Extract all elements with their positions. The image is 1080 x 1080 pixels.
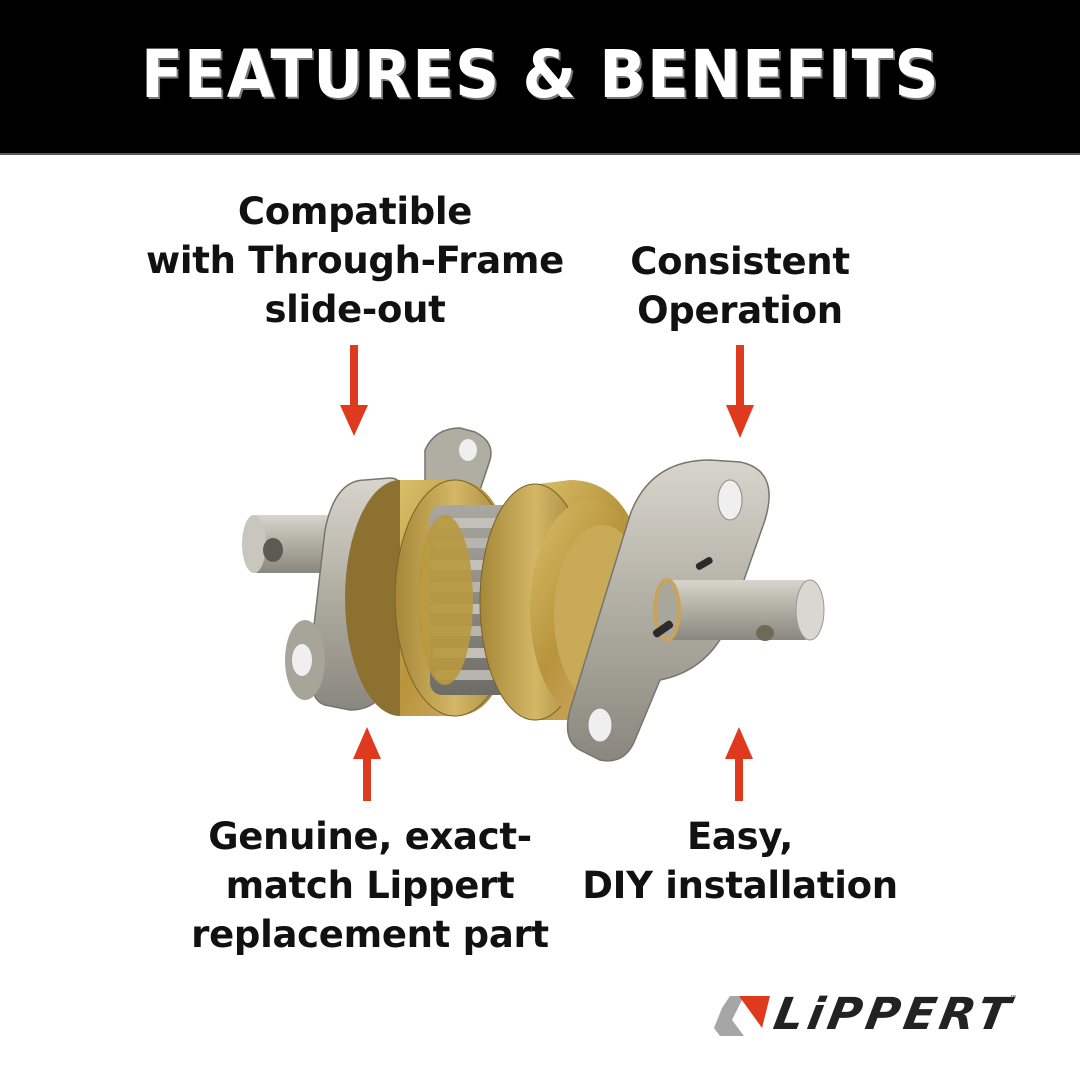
callout-line: Operation — [637, 289, 843, 332]
callout-line: Genuine, exact- — [208, 815, 532, 858]
slide-out-gear-assembly-icon — [240, 420, 840, 780]
callout-line: Compatible — [237, 190, 473, 233]
callout-line: Easy, — [686, 815, 794, 858]
callout-consistent-operation: Consistent Operation — [595, 237, 885, 335]
callout-line: DIY installation — [582, 864, 898, 907]
callout-line: slide-out — [264, 288, 446, 331]
arrow-up-icon — [352, 727, 382, 801]
callout-line: match Lippert — [225, 864, 515, 907]
lippert-logo-mark-icon — [714, 996, 770, 1036]
header-banner: FEATURES & BENEFITS — [0, 0, 1080, 155]
callout-genuine-part: Genuine, exact- match Lippert replacemen… — [180, 812, 560, 959]
callout-easy-installation: Easy, DIY installation — [560, 812, 920, 910]
arrow-up-icon — [724, 727, 754, 801]
logo-wordmark: LiPPERT — [769, 989, 1018, 1040]
callout-line: Consistent — [630, 240, 850, 283]
trademark-symbol: ™ — [1009, 994, 1018, 1003]
callout-line: with Through-Frame — [146, 239, 564, 282]
arrow-down-icon — [725, 345, 755, 439]
page-title: FEATURES & BENEFITS — [140, 36, 940, 113]
lippert-logo: LiPPERT ™ — [712, 989, 1042, 1040]
callout-compatible: Compatible with Through-Frame slide-out — [130, 187, 580, 334]
callout-line: replacement part — [191, 913, 549, 956]
arrow-down-icon — [339, 345, 369, 437]
